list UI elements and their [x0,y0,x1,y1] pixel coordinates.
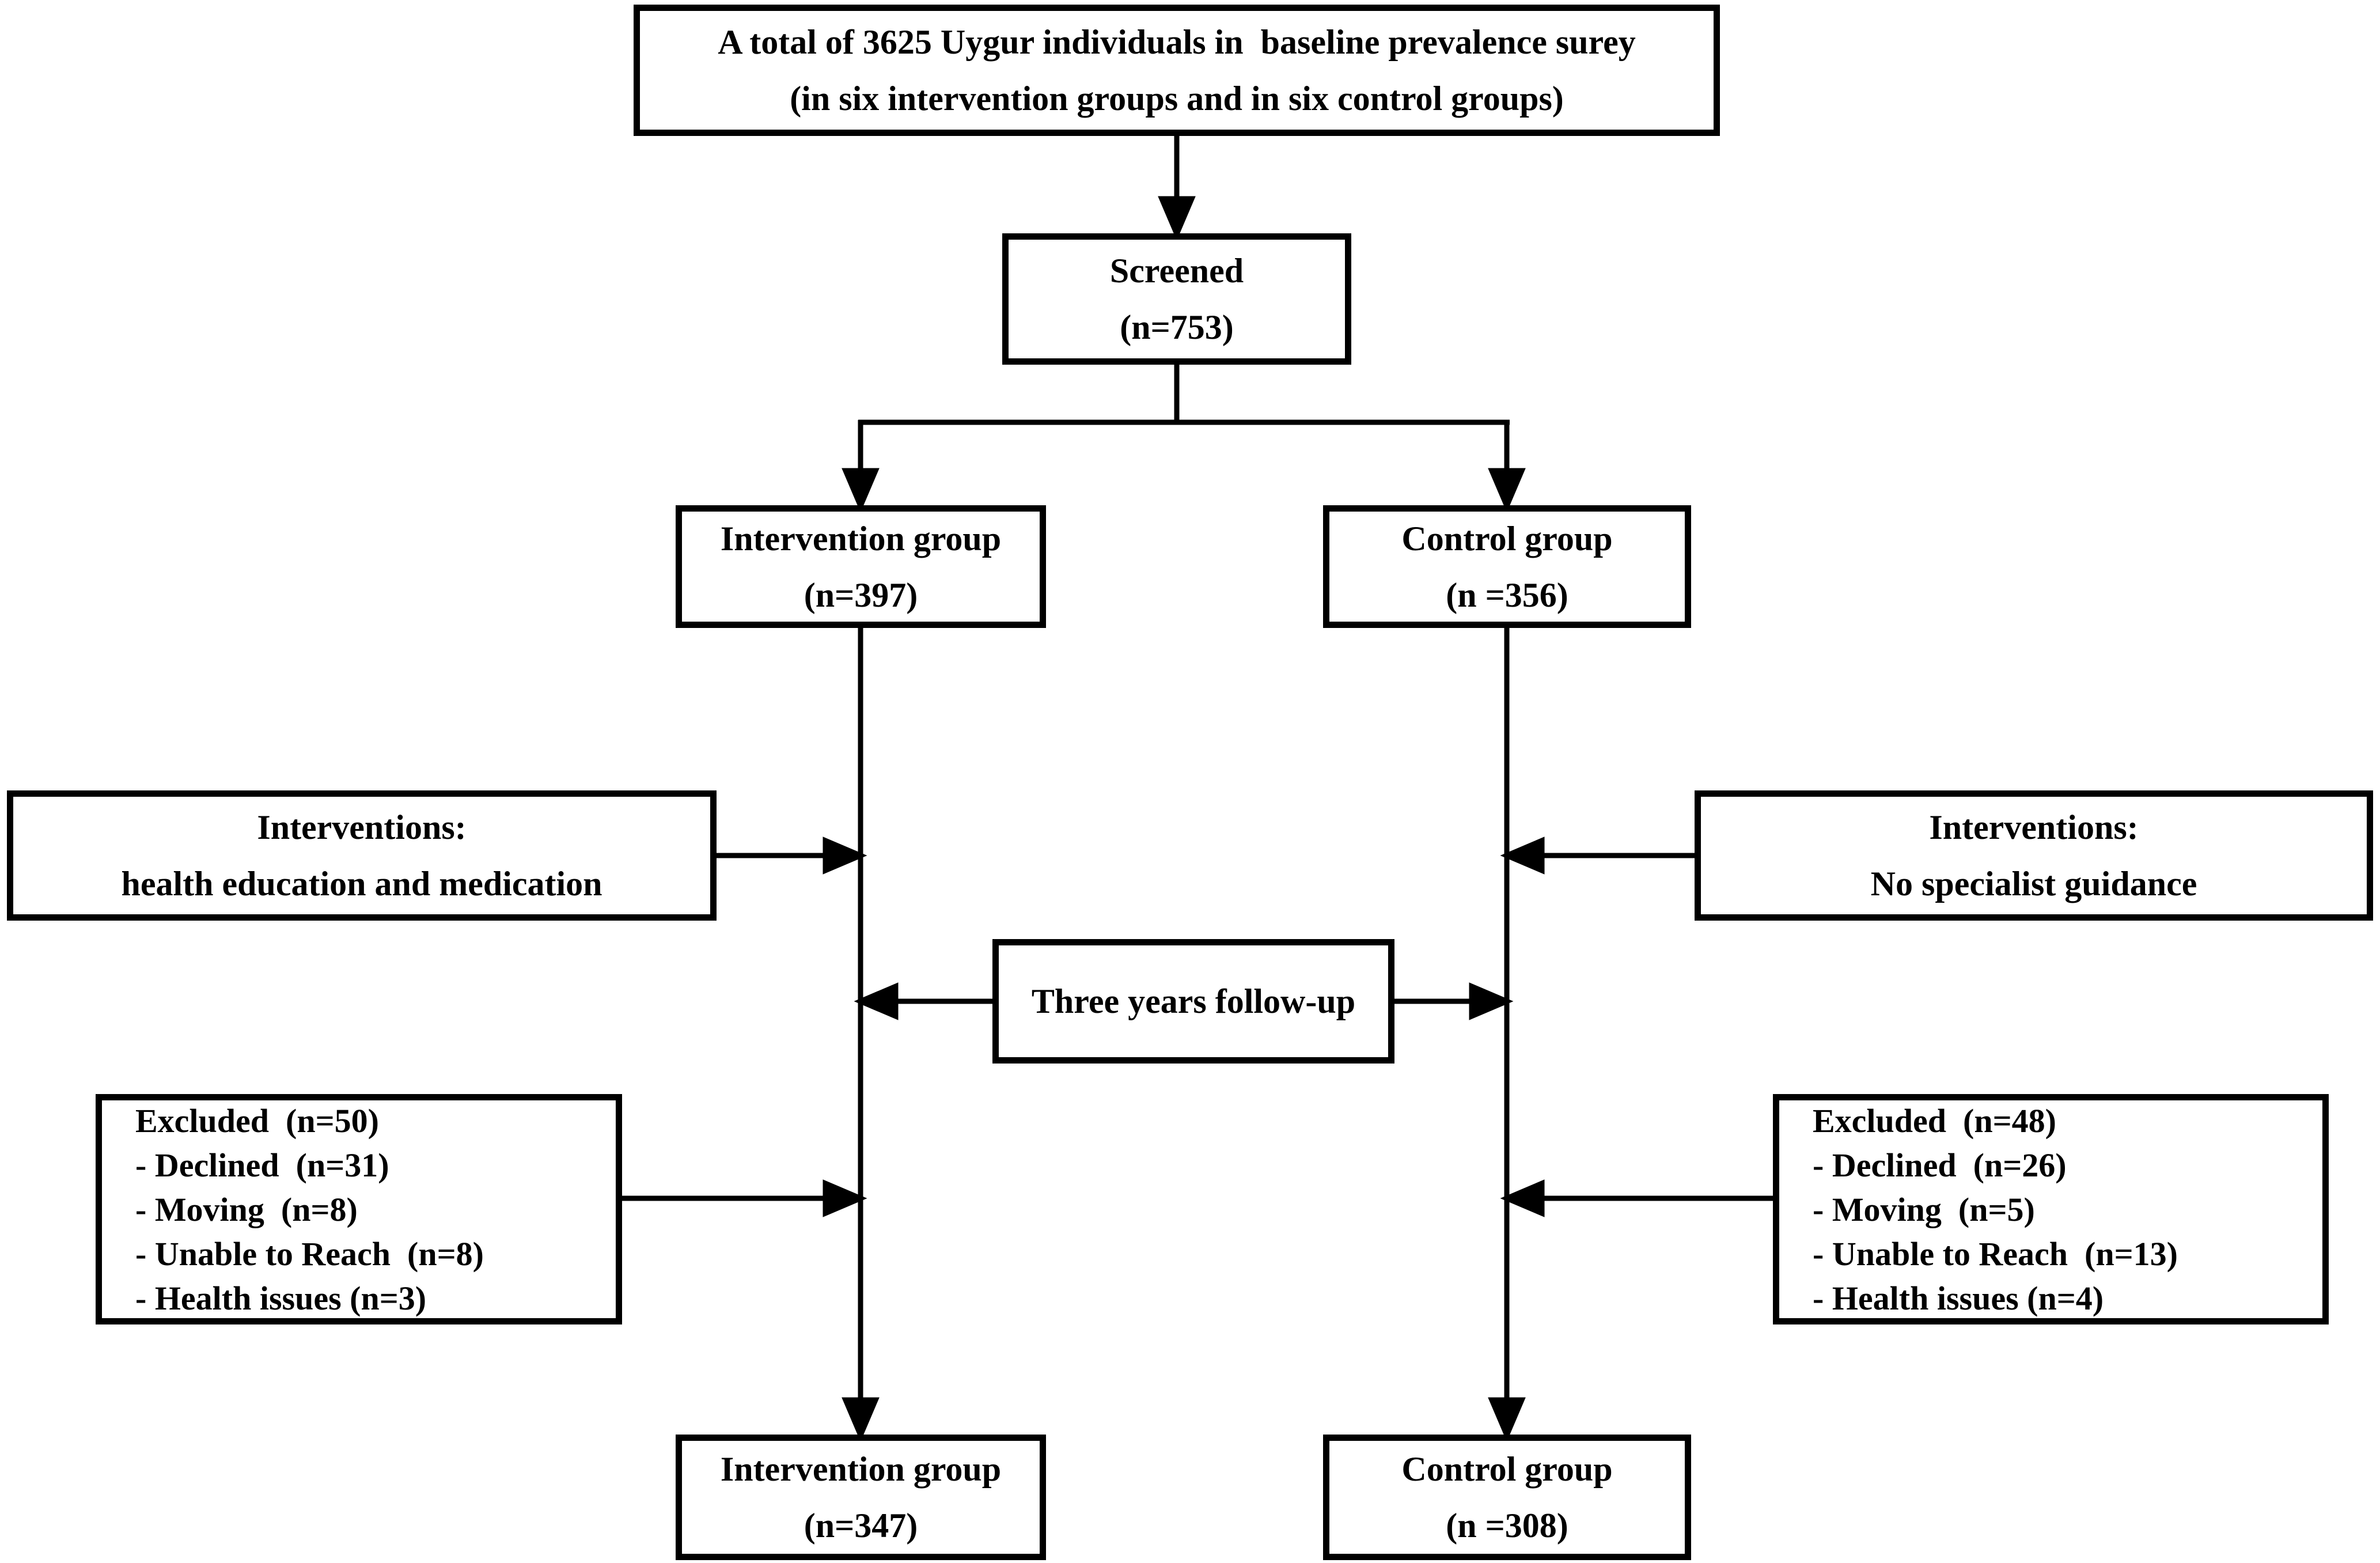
box-baseline-survey: A total of 3625 Uygur individuals in bas… [634,5,1720,136]
arrowhead-followup-right [1469,982,1514,1020]
intervention-final-label: Intervention group [720,1450,1002,1488]
baseline-survey-line2: (in six intervention groups and in six c… [790,80,1564,118]
excluded-control-unreachable: - Unable to Reach (n=13) [1813,1235,2178,1273]
arrowhead-followup-left [854,982,899,1020]
arrowhead-control-down [1488,468,1526,513]
arrowhead-intervention-down [842,468,880,513]
excluded-control-moving: - Moving (n=5) [1813,1190,2035,1228]
box-followup: Three years follow-up [992,939,1394,1064]
excluded-control-total: Excluded (n=48) [1813,1102,2056,1140]
box-intervention-group-final: Intervention group (n=347) [676,1435,1046,1560]
intervention-group-count: (n=397) [804,576,918,614]
screened-count: (n=753) [1120,308,1234,346]
interventions-left-title: Interventions: [257,808,467,846]
box-interventions-right: Interventions: No specialist guidance [1695,790,2373,921]
box-interventions-left: Interventions: health education and medi… [7,790,717,921]
intervention-final-count: (n=347) [804,1507,918,1545]
control-final-label: Control group [1401,1450,1613,1488]
interventions-right-title: Interventions: [1929,808,2139,846]
arrowhead-intervention-final-down [842,1397,880,1442]
arrowhead-interventions-left-right [823,837,867,875]
interventions-right-detail: No specialist guidance [1870,865,2197,903]
excluded-intervention-unreachable: - Unable to Reach (n=8) [135,1235,484,1273]
box-control-group-final: Control group (n =308) [1323,1435,1691,1560]
box-control-group: Control group (n =356) [1323,505,1691,628]
arrowhead-excluded-left-right [823,1179,867,1217]
box-excluded-control: Excluded (n=48) - Declined (n=26) - Movi… [1773,1094,2329,1324]
excluded-control-declined: - Declined (n=26) [1813,1146,2067,1184]
arrowhead-control-final-down [1488,1397,1526,1442]
excluded-intervention-declined: - Declined (n=31) [135,1146,389,1184]
excluded-control-health: - Health issues (n=4) [1813,1279,2104,1317]
excluded-intervention-total: Excluded (n=50) [135,1102,379,1140]
control-group-label: Control group [1401,519,1613,558]
control-final-count: (n =308) [1446,1507,1568,1545]
arrowhead-screened-down [1158,196,1196,241]
followup-label: Three years follow-up [1031,982,1356,1020]
excluded-intervention-health: - Health issues (n=3) [135,1279,427,1317]
arrowhead-excluded-right-left [1500,1179,1545,1217]
control-group-count: (n =356) [1446,576,1568,614]
box-screened: Screened (n=753) [1002,233,1351,365]
screened-label: Screened [1109,252,1244,290]
arrowhead-interventions-right-left [1500,837,1545,875]
box-intervention-group: Intervention group (n=397) [676,505,1046,628]
box-excluded-intervention: Excluded (n=50) - Declined (n=31) - Movi… [96,1094,622,1324]
intervention-group-label: Intervention group [720,519,1002,558]
excluded-intervention-moving: - Moving (n=8) [135,1190,358,1228]
interventions-left-detail: health education and medication [121,865,602,903]
baseline-survey-line1: A total of 3625 Uygur individuals in bas… [718,23,1636,61]
